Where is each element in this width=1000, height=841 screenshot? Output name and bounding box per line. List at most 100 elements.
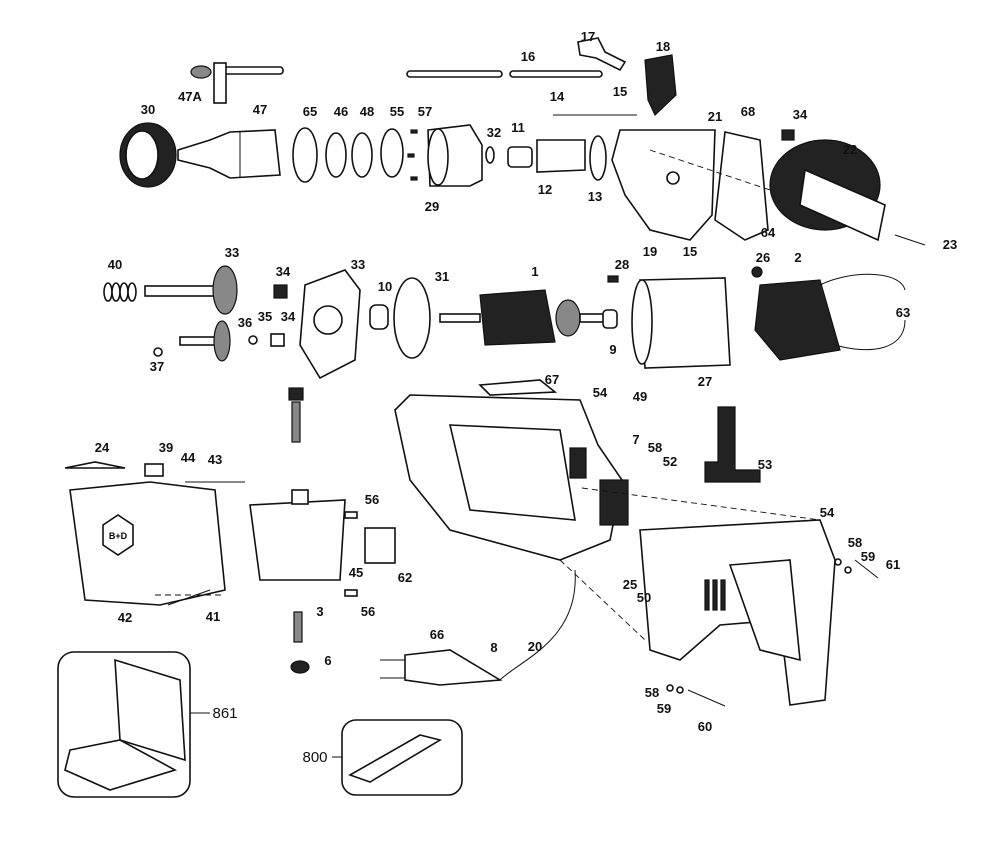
carrying-case (64, 658, 186, 791)
part-56b (344, 589, 358, 597)
handle-housing-54 (639, 519, 836, 706)
callout-label: 44 (181, 450, 196, 465)
plug-66 (404, 649, 503, 686)
part-11 (507, 146, 533, 168)
vent-slots (704, 579, 726, 611)
screw-60 (687, 689, 726, 707)
rod (406, 70, 503, 78)
callout-label: 66 (430, 627, 444, 642)
washer (676, 686, 684, 694)
spring-40 (103, 282, 137, 302)
commutator (555, 299, 581, 337)
callout-label: 14 (550, 89, 565, 104)
callout-label: 17 (581, 29, 595, 44)
callout-label: 9 (609, 342, 616, 357)
field-2 (754, 279, 841, 361)
bolt-23 (894, 234, 926, 246)
plate-hole (313, 305, 343, 335)
brush-cap (288, 387, 304, 401)
sleeve-face (631, 279, 653, 365)
glue-gun (348, 734, 443, 783)
callout-label: 61 (886, 557, 900, 572)
callout-label: 16 (521, 49, 535, 64)
callout-label: 53 (758, 457, 772, 472)
fan-31 (393, 277, 431, 359)
bearing-34b (270, 333, 285, 347)
armature-1 (479, 289, 556, 346)
cord-20 (499, 569, 576, 681)
callout-label: 47A (178, 89, 202, 104)
insulator-62 (364, 527, 396, 564)
housing-face (427, 128, 449, 186)
callout-label: 46 (334, 104, 348, 119)
callout-label: 11 (511, 120, 525, 135)
part-28 (607, 275, 619, 283)
callout-label: 43 (208, 452, 222, 467)
brush-spring-3 (293, 611, 303, 643)
callout-label: 32 (487, 125, 501, 140)
armature-shaft-end (579, 313, 606, 323)
inset-callout-label: 800 (302, 749, 327, 766)
callout-label: 30 (141, 102, 155, 117)
handle-opening (728, 559, 801, 662)
callout-label: 34 (276, 264, 291, 279)
callout-label: 52 (663, 454, 677, 469)
pin (410, 129, 418, 134)
gasket-68 (714, 131, 769, 241)
pin (410, 176, 418, 181)
callout-label: 54 (820, 505, 835, 520)
callout-label: 60 (698, 719, 712, 734)
callout-label: 31 (435, 269, 449, 284)
brush-cap-6 (290, 660, 310, 674)
switch-7 (569, 447, 587, 479)
part-34 (781, 129, 795, 141)
sleeve-27 (639, 277, 731, 369)
part-56 (344, 511, 358, 519)
ring-13 (589, 135, 607, 181)
callout-label: 3 (316, 604, 323, 619)
housing-window (448, 424, 576, 521)
part-53 (704, 406, 761, 483)
callout-label: 54 (593, 385, 608, 400)
ring-32 (485, 146, 495, 164)
callout-label: 15 (683, 244, 697, 259)
bearing-48 (351, 132, 373, 178)
callout-label: 40 (108, 257, 122, 272)
washer-35 (248, 335, 258, 345)
callout-label: 22 (843, 142, 857, 157)
callout-label: 50 (637, 590, 651, 605)
armature-shaft (439, 313, 481, 323)
callout-label: 1 (531, 264, 538, 279)
part-shapes: B+D (57, 37, 926, 798)
callout-label: 29 (425, 199, 439, 214)
callout-label: 2 (794, 250, 801, 265)
brush-box-45 (249, 499, 346, 581)
inset-callout-label: 861 (212, 705, 237, 722)
pin (407, 153, 415, 158)
bearing-9 (602, 309, 618, 329)
callout-label: 7 (632, 432, 639, 447)
callout-label: 49 (633, 389, 647, 404)
lead-wires-63 (819, 273, 906, 351)
callout-label: 25 (623, 577, 637, 592)
washer (844, 566, 852, 574)
part-17 (577, 37, 627, 72)
chuck-key-body (213, 62, 227, 104)
washer-37 (153, 347, 163, 357)
callout-label: 65 (303, 104, 317, 119)
callout-label: 10 (378, 279, 392, 294)
screw-61 (854, 559, 879, 579)
callout-label: 57 (418, 104, 432, 119)
bearing-10 (369, 304, 389, 330)
logo-badge (102, 514, 134, 556)
callout-label: 42 (118, 610, 132, 625)
switch-block (599, 479, 629, 526)
callout-label: 41 (206, 609, 220, 624)
callout-label: 8 (490, 640, 497, 655)
callout-label: 28 (615, 257, 629, 272)
part-24 (64, 461, 126, 469)
callout-label: 19 (643, 244, 657, 259)
callout-label: 20 (528, 639, 542, 654)
callout-label: 24 (95, 440, 110, 455)
logo-text: B+D (109, 531, 128, 541)
